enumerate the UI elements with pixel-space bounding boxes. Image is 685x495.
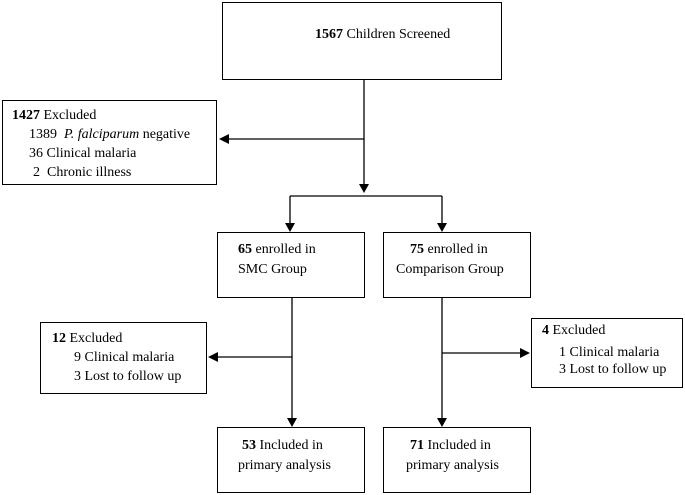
initial-excluded-item: 36 Clinical malaria (29, 144, 136, 163)
comparison-group-box: 75 enrolled in Comparison Group (383, 232, 531, 298)
item-num: 9 (74, 350, 81, 365)
comparison-group-label: enrolled in (427, 242, 488, 257)
arrowhead-down-smc-included (287, 418, 297, 427)
item-num: 3 (559, 362, 566, 377)
comparison-included-count: 71 (410, 438, 424, 453)
item-num: 1 (559, 345, 566, 360)
screened-count: 1567 (315, 27, 343, 42)
smc-group-box: 65 enrolled in SMC Group (217, 232, 365, 298)
item-text: Clinical malaria (43, 146, 137, 161)
comparison-included-line2: primary analysis (406, 458, 499, 473)
smc-included-line2: primary analysis (238, 458, 331, 473)
arrowhead-down-split (359, 184, 369, 193)
item-text: Clinical malaria (81, 350, 175, 365)
initial-excluded-item: 2 Chronic illness (33, 163, 131, 182)
item-text: negative (139, 127, 191, 142)
smc-included-count: 53 (242, 438, 256, 453)
comparison-included-label: Included in (427, 438, 491, 453)
item-num: 36 (29, 146, 43, 161)
initial-excluded-box: 1427 Excluded 1389 P. falciparum negativ… (2, 100, 217, 185)
comparison-included-line1: 71 Included in (410, 436, 491, 455)
comparison-excluded-count: 4 (542, 323, 549, 338)
item-text: Lost to follow up (81, 369, 182, 384)
arrowhead-left-smc-excluded (208, 352, 218, 362)
item-text: Clinical malaria (566, 345, 660, 360)
comparison-excluded-header: 4 Excluded (542, 321, 605, 340)
screened-label: Children Screened (346, 27, 451, 42)
comparison-excluded-item: 1 Clinical malaria (559, 343, 659, 362)
initial-excluded-item: 1389 P. falciparum negative (29, 125, 190, 144)
arrowhead-down-comparison-included (437, 418, 447, 427)
comparison-group-line1: 75 enrolled in (410, 240, 488, 259)
smc-excluded-box: 12 Excluded 9 Clinical malaria 3 Lost to… (40, 322, 207, 394)
item-num: 1389 (29, 127, 57, 142)
item-text: Chronic illness (40, 165, 132, 180)
comparison-excluded-label: Excluded (552, 323, 606, 338)
arrowhead-down-comparison (437, 223, 447, 232)
smc-excluded-item: 3 Lost to follow up (74, 367, 181, 386)
smc-included-box: 53 Included in primary analysis (217, 427, 365, 493)
comparison-group-count: 75 (410, 242, 424, 257)
item-text: Lost to follow up (566, 362, 667, 377)
smc-group-count: 65 (238, 242, 252, 257)
initial-excluded-header: 1427 Excluded (12, 106, 96, 125)
screened-text: 1567 Children Screened (315, 25, 450, 44)
comparison-included-box: 71 Included in primary analysis (383, 427, 531, 493)
smc-excluded-header: 12 Excluded (52, 329, 122, 348)
smc-excluded-item: 9 Clinical malaria (74, 348, 174, 367)
item-species: P. falciparum (64, 127, 140, 142)
smc-group-line1: 65 enrolled in (238, 240, 316, 259)
comparison-excluded-item: 3 Lost to follow up (559, 360, 666, 379)
screened-box: 1567 Children Screened (222, 2, 502, 80)
initial-excluded-label: Excluded (43, 108, 97, 123)
smc-group-name: SMC Group (238, 262, 307, 277)
arrowhead-right-comparison-excluded (520, 348, 530, 358)
smc-excluded-count: 12 (52, 331, 66, 346)
smc-included-label: Included in (259, 438, 323, 453)
smc-group-label: enrolled in (255, 242, 316, 257)
smc-excluded-label: Excluded (69, 331, 123, 346)
arrowhead-left-initial-excluded (219, 134, 229, 144)
comparison-group-name: Comparison Group (396, 262, 504, 277)
smc-included-line1: 53 Included in (242, 436, 323, 455)
arrowhead-down-smc (285, 223, 295, 232)
item-num: 2 (33, 165, 40, 180)
comparison-excluded-box: 4 Excluded 1 Clinical malaria 3 Lost to … (531, 318, 683, 388)
item-num: 3 (74, 369, 81, 384)
initial-excluded-count: 1427 (12, 108, 40, 123)
